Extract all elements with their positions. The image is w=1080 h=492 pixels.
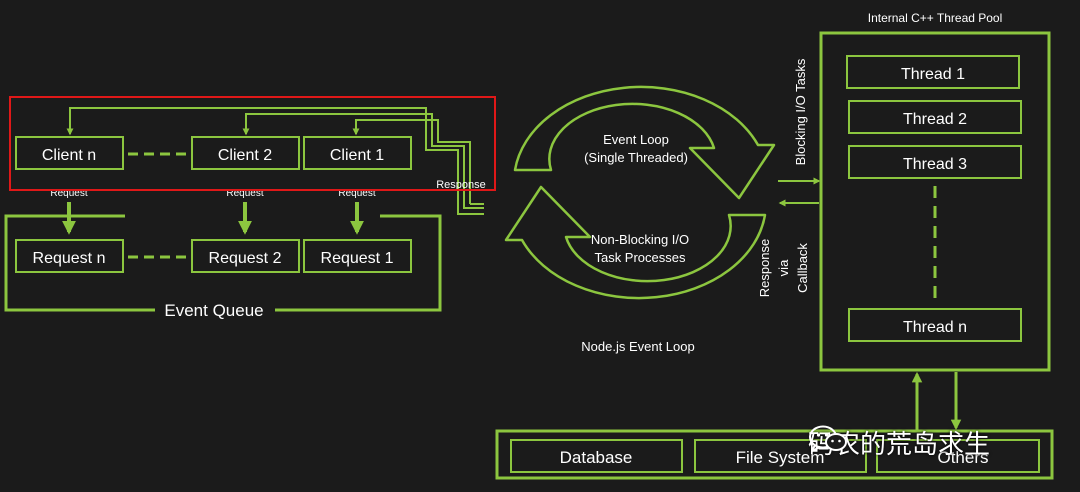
- others-label: Others: [937, 448, 988, 467]
- thread-pool-frame: [819, 31, 1051, 372]
- watermark: 码农的荒岛求生: [808, 424, 990, 461]
- thread-2-label: Thread 2: [903, 111, 967, 128]
- thread-3-box: [848, 145, 1022, 179]
- request-1-label: Request 1: [321, 250, 394, 267]
- event-queue-frame: [4, 214, 442, 312]
- request-n-label: Request n: [33, 250, 106, 267]
- node-loop-label: Node.js Event Loop: [581, 339, 694, 354]
- resources-frame: [495, 429, 1054, 480]
- thread-n-label: Thread n: [903, 319, 967, 336]
- chat-bubbles-icon: [809, 425, 847, 452]
- client-n-label: Client n: [42, 147, 96, 164]
- thread-2-box: [848, 100, 1022, 134]
- request-1-box: [303, 239, 412, 273]
- others-box: [876, 439, 1040, 473]
- client-2-label: Client 2: [218, 147, 272, 164]
- loop-arrow-top: [513, 85, 776, 200]
- nonblocking-subtitle: Task Processes: [594, 250, 686, 265]
- thread-1-box: [846, 55, 1020, 89]
- response-label: Response: [436, 179, 486, 191]
- event-queue-label: Event Queue: [164, 301, 263, 320]
- thread-pool-title: Internal C++ Thread Pool: [868, 11, 1003, 25]
- client-1-box: [303, 136, 412, 170]
- client-n-box: [15, 136, 124, 170]
- database-label: Database: [560, 448, 633, 467]
- request-label-n: Request: [50, 188, 87, 199]
- callback-line-1: Response: [757, 239, 772, 298]
- request-n-box: [15, 239, 124, 273]
- request-2-box: [191, 239, 300, 273]
- thread-1-label: Thread 1: [901, 66, 965, 83]
- client-highlight-box: [9, 96, 496, 191]
- callback-line-2: via: [776, 259, 791, 276]
- database-box: [510, 439, 683, 473]
- request-label-1: Request: [338, 188, 375, 199]
- thread-n-box: [848, 308, 1022, 342]
- event-loop-title: Event Loop: [603, 132, 669, 147]
- request-arrows: [62, 202, 364, 235]
- blocking-tasks-label: Blocking I/O Tasks: [793, 58, 808, 165]
- nonblocking-title: Non-Blocking I/O: [591, 232, 689, 247]
- event-loop-subtitle: (Single Threaded): [584, 150, 688, 165]
- loop-arrow-bottom: [504, 185, 767, 300]
- thread-3-label: Thread 3: [903, 156, 967, 173]
- file-system-box: [694, 439, 867, 473]
- callback-line-3: Callback: [795, 243, 810, 293]
- response-return-lines: [66, 107, 471, 204]
- client-2-box: [191, 136, 300, 170]
- request-label-2: Request: [226, 188, 263, 199]
- response-stub-lines: [457, 196, 484, 215]
- file-system-label: File System: [736, 448, 825, 467]
- client-1-label: Client 1: [330, 147, 384, 164]
- request-2-label: Request 2: [209, 250, 282, 267]
